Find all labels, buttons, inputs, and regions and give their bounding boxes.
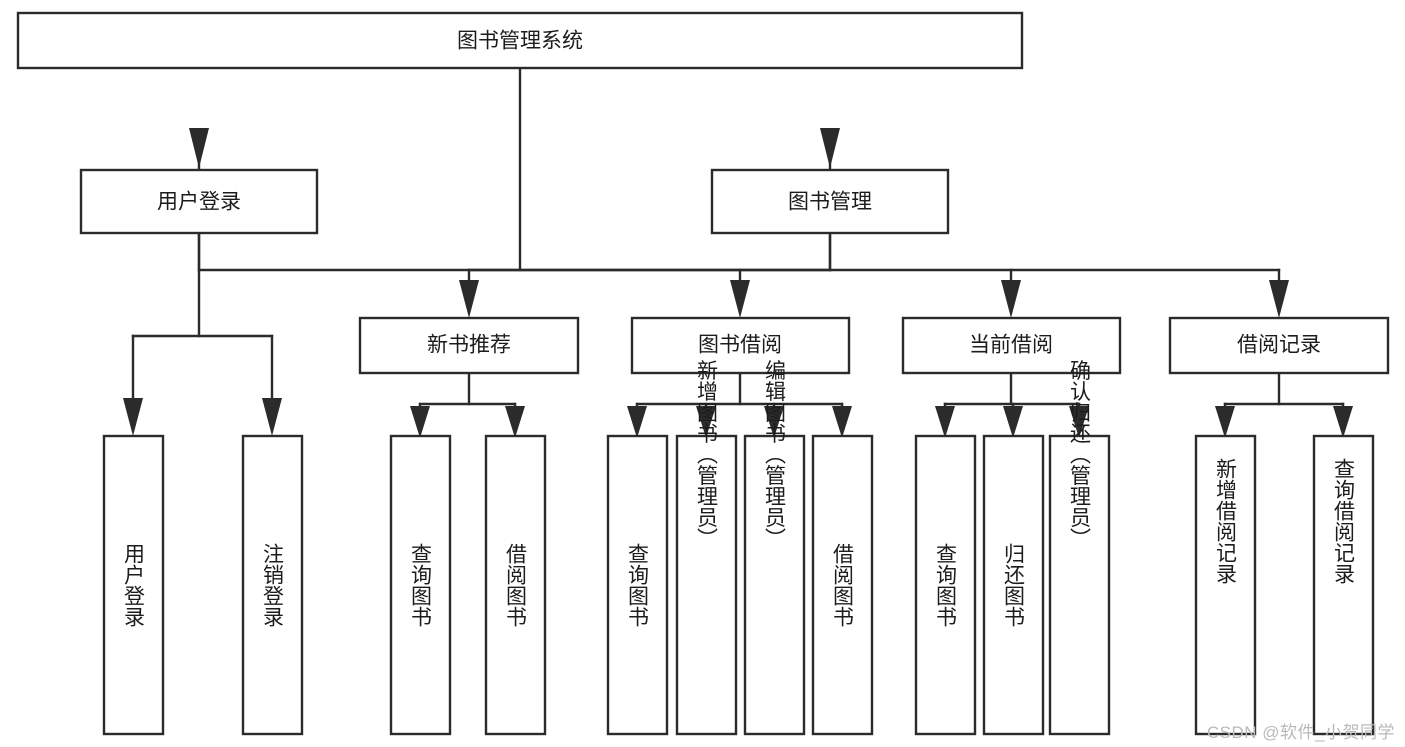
node-book-manage-label: 图书管理 (788, 191, 872, 214)
node-root-label: 图书管理系统 (457, 30, 583, 53)
node-new-book-recommend-box[interactable] (358, 316, 580, 375)
node-new-book-recommend-label: 新书推荐 (427, 334, 511, 357)
node-current-borrow-label: 当前借阅 (969, 334, 1053, 357)
leaf-query-book-2-label: 查询图书 (626, 543, 650, 627)
node-borrow-record-box[interactable] (1168, 316, 1390, 375)
csdn-watermark: CSDN @软件_小贺同学 (1206, 723, 1395, 742)
leaf-query-record-label: 查询借阅记录 (1332, 458, 1356, 584)
arrowheads-layer (123, 128, 1353, 438)
arrow-icon-leaf-logout-login (262, 398, 282, 436)
leaf-query-record[interactable]: 查询借阅记录 (1312, 434, 1375, 736)
node-current-borrow[interactable]: 当前借阅 (901, 316, 1122, 375)
leaf-return-book-box[interactable] (982, 434, 1045, 736)
node-user-login-label: 用户登录 (157, 191, 241, 214)
arrow-icon-leaf-user-login (123, 398, 143, 436)
node-book-borrow[interactable]: 图书借阅 (630, 316, 851, 375)
arrow-icon-nbr-leaf-2 (505, 406, 525, 438)
leaf-user-login-label: 用户登录 (122, 543, 146, 627)
leaf-user-login[interactable]: 用户登录 (102, 434, 165, 736)
leaf-borrow-book-2[interactable]: 借阅图书 (811, 434, 874, 736)
arrow-icon-br-leaf-2 (1333, 406, 1353, 438)
leaf-query-book-1-box[interactable] (389, 434, 452, 736)
arrow-icon-bb-leaf-4 (832, 406, 852, 438)
arrow-icon-cb-leaf-2 (1003, 406, 1023, 438)
leaf-query-record-box[interactable] (1312, 434, 1375, 736)
leaf-borrow-book-1-label: 借阅图书 (504, 543, 528, 627)
leaf-query-book-3-label: 查询图书 (934, 543, 958, 627)
leaf-query-book-3[interactable]: 查询图书 (914, 434, 977, 736)
arrow-icon-bb-leaf-2 (696, 406, 716, 438)
node-borrow-record[interactable]: 借阅记录 (1168, 316, 1390, 375)
node-borrow-record-label: 借阅记录 (1237, 334, 1321, 357)
leaf-add-record-box[interactable] (1194, 434, 1257, 736)
arrow-icon-new-book-recommend (459, 280, 479, 318)
leaf-query-book-2[interactable]: 查询图书 (606, 434, 669, 736)
leaf-borrow-book-1[interactable]: 借阅图书 (484, 434, 547, 736)
leaf-query-book-1-label: 查询图书 (409, 543, 433, 627)
leaf-add-book-box[interactable] (675, 434, 738, 736)
arrow-icon-book-manage (820, 128, 840, 168)
node-new-book-recommend[interactable]: 新书推荐 (358, 316, 580, 375)
arrow-icon-nbr-leaf-1 (410, 406, 430, 438)
leaf-logout-login[interactable]: 注销登录 (241, 434, 304, 736)
leaf-return-book-label: 归还图书 (1002, 543, 1026, 627)
arrow-icon-current-borrow (1001, 280, 1021, 318)
leaf-query-book-3-box[interactable] (914, 434, 977, 736)
node-root[interactable]: 图书管理系统 (16, 11, 1024, 70)
leaf-borrow-book-2-label: 借阅图书 (831, 543, 855, 627)
node-user-login[interactable]: 用户登录 (79, 168, 319, 235)
node-book-manage[interactable]: 图书管理 (710, 168, 950, 235)
leaf-edit-book-box[interactable] (743, 434, 806, 736)
arrow-icon-bb-leaf-3 (764, 406, 784, 438)
arrow-icon-cb-leaf-1 (935, 406, 955, 438)
arrow-icon-cb-leaf-3 (1069, 406, 1089, 438)
leaf-add-record[interactable]: 新增借阅记录 (1194, 434, 1257, 736)
leaf-logout-login-box[interactable] (241, 434, 304, 736)
leaf-query-book-1[interactable]: 查询图书 (389, 434, 452, 736)
leaf-return-book[interactable]: 归还图书 (982, 434, 1045, 736)
arrow-icon-borrow-record (1269, 280, 1289, 318)
leaf-edit-book-label: 编辑图书（管理员） (763, 360, 787, 549)
leaf-borrow-book-1-box[interactable] (484, 434, 547, 736)
leaf-user-login-box[interactable] (102, 434, 165, 736)
leaf-confirm-return-label: 确认归还（管理员） (1068, 360, 1092, 549)
arrow-icon-user-login (189, 128, 209, 168)
node-book-manage-box[interactable] (710, 168, 950, 235)
leaf-query-book-2-box[interactable] (606, 434, 669, 736)
node-current-borrow-box[interactable] (901, 316, 1122, 375)
leaf-logout-login-label: 注销登录 (261, 543, 285, 627)
leaf-edit-book[interactable]: 编辑图书（管理员） (743, 360, 806, 736)
leaf-add-record-label: 新增借阅记录 (1214, 458, 1238, 584)
leaf-borrow-book-2-box[interactable] (811, 434, 874, 736)
arrow-icon-book-borrow (730, 280, 750, 318)
leaf-confirm-return[interactable]: 确认归还（管理员） (1048, 360, 1111, 736)
node-root-box[interactable] (16, 11, 1024, 70)
leaf-confirm-return-box[interactable] (1048, 434, 1111, 736)
leaf-add-book[interactable]: 新增图书（管理员） (675, 360, 738, 736)
node-book-borrow-label: 图书借阅 (698, 334, 782, 357)
arrow-icon-bb-leaf-1 (627, 406, 647, 438)
leaf-add-book-label: 新增图书（管理员） (695, 360, 719, 549)
node-user-login-box[interactable] (79, 168, 319, 235)
node-book-borrow-box[interactable] (630, 316, 851, 375)
arrow-icon-br-leaf-1 (1215, 406, 1235, 438)
